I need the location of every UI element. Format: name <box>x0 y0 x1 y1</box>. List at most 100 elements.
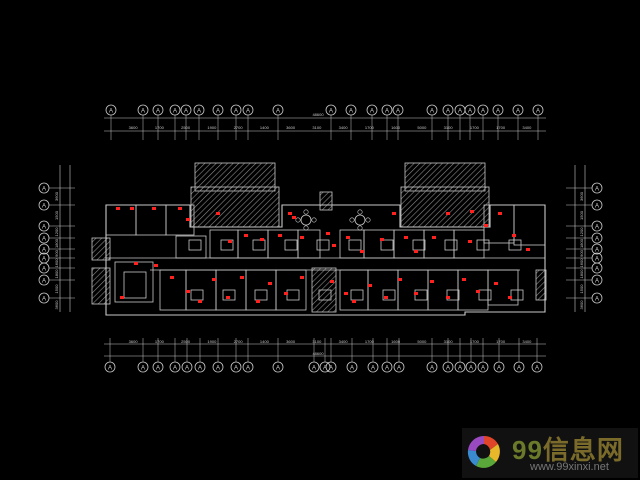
dimension-text-top: 1400 <box>260 125 270 130</box>
red-marker <box>346 236 350 239</box>
grid-bubble-top <box>426 104 438 116</box>
room <box>513 204 546 246</box>
grid-bubble-bottom-label: A <box>216 365 220 371</box>
chair <box>303 209 309 215</box>
grid-bubble-top <box>345 104 357 116</box>
grid-bubble-bottom <box>465 361 477 373</box>
red-marker <box>398 278 402 281</box>
grid-bubble-bottom <box>272 361 284 373</box>
grid-bubble-top-label: A <box>173 108 177 114</box>
dimension-text-top: 1700 <box>470 125 480 130</box>
grid-bubble-bottom <box>319 361 331 373</box>
grid-bubble-top-label: A <box>496 108 500 114</box>
grid-bubble-left-label: A <box>42 224 46 230</box>
grid-bubble-left <box>38 243 50 255</box>
grid-bubble-bottom-label: A <box>371 365 375 371</box>
grid-bubble-bottom-label: A <box>497 365 501 371</box>
dimension-text-bottom: 3400 <box>522 339 532 344</box>
grid-bubble-top-label: A <box>446 108 450 114</box>
grid-bubble-bottom <box>477 361 489 373</box>
dimension-text-left: 1800 <box>54 238 59 248</box>
grid-bubble-right-label: A <box>595 256 599 262</box>
red-marker <box>404 236 408 239</box>
grid-bubble-bottom <box>493 361 505 373</box>
grid-bubble-top-label: A <box>349 108 353 114</box>
red-marker <box>484 224 488 227</box>
red-marker <box>332 244 336 247</box>
red-marker <box>116 207 120 210</box>
grid-bubble-left <box>38 232 50 244</box>
red-marker <box>178 207 182 210</box>
dimension-text-bottom: 3100 <box>312 339 322 344</box>
grid-bubble-left <box>38 274 50 286</box>
grid-bubble-bottom <box>152 361 164 373</box>
red-marker <box>300 276 304 279</box>
red-marker <box>154 264 158 267</box>
grid-bubble-top-label: A <box>370 108 374 114</box>
bed <box>382 289 396 301</box>
red-marker <box>384 296 388 299</box>
grid-bubble-bottom-label: A <box>198 365 202 371</box>
grid-bubble-bottom-label: A <box>323 365 327 371</box>
chair <box>365 217 371 223</box>
grid-bubble-right <box>591 220 603 232</box>
dimension-text-bottom: 3600 <box>129 339 139 344</box>
red-marker <box>330 280 334 283</box>
red-marker <box>494 282 498 285</box>
grid-bubble-bottom <box>194 361 206 373</box>
grid-bubble-top <box>137 104 149 116</box>
grid-bubble-bottom-label: A <box>173 365 177 371</box>
room <box>453 229 485 259</box>
red-marker <box>468 240 472 243</box>
dimension-text-bottom: 3100 <box>444 339 454 344</box>
grid-bubble-top-label: A <box>329 108 333 114</box>
grid-bubble-right-label: A <box>595 266 599 272</box>
chair <box>295 217 301 223</box>
grid-bubble-left <box>38 182 50 194</box>
dimension-text-bottom: 1700 <box>496 339 506 344</box>
dimension-text-top: 3400 <box>522 125 532 130</box>
grid-bubble-left-label: A <box>42 278 46 284</box>
red-marker <box>186 290 190 293</box>
grid-bubble-right-label: A <box>595 203 599 209</box>
dimension-text-left: 3600 <box>54 300 59 310</box>
watermark-title: 99信息网 <box>512 430 624 467</box>
grid-bubble-top-label: A <box>430 108 434 114</box>
dimension-text-bottom: 5000 <box>417 339 427 344</box>
dimension-text-right: 1600 <box>579 258 584 268</box>
bed <box>318 289 332 301</box>
red-marker <box>392 212 396 215</box>
grid-bubble-right-label: A <box>595 278 599 284</box>
grid-bubble-left <box>38 292 50 304</box>
grid-bubble-left <box>38 220 50 232</box>
dimension-text-bottom: 3400 <box>339 339 349 344</box>
grid-bubble-top <box>366 104 378 116</box>
balcony-hatched <box>400 186 490 228</box>
dimension-text-top: 3400 <box>339 125 349 130</box>
stair-hatched <box>91 237 111 261</box>
dimension-text-right: 3600 <box>579 191 584 201</box>
grid-bubble-right-label: A <box>595 296 599 302</box>
chair <box>357 225 363 231</box>
grid-bubble-right-label: A <box>595 186 599 192</box>
grid-bubble-top <box>105 104 117 116</box>
dimension-text-top: 3100 <box>312 125 322 130</box>
grid-bubble-top-label: A <box>468 108 472 114</box>
bed <box>348 239 362 251</box>
chair <box>303 225 309 231</box>
balcony-hatched <box>190 186 280 228</box>
grid-bubble-right-label: A <box>595 224 599 230</box>
dimension-total-bottom: 48600 <box>312 351 324 356</box>
red-marker <box>512 234 516 237</box>
dimension-text-left: 3600 <box>54 191 59 201</box>
bed <box>476 239 490 251</box>
dimension-text-bottom: 1400 <box>260 339 270 344</box>
grid-bubble-bottom <box>454 361 466 373</box>
grid-bubble-bottom-label: A <box>446 365 450 371</box>
grid-bubble-top <box>193 104 205 116</box>
grid-bubble-bottom <box>381 361 393 373</box>
grid-bubble-left <box>38 262 50 274</box>
dimension-text-right: 1500 <box>579 284 584 294</box>
